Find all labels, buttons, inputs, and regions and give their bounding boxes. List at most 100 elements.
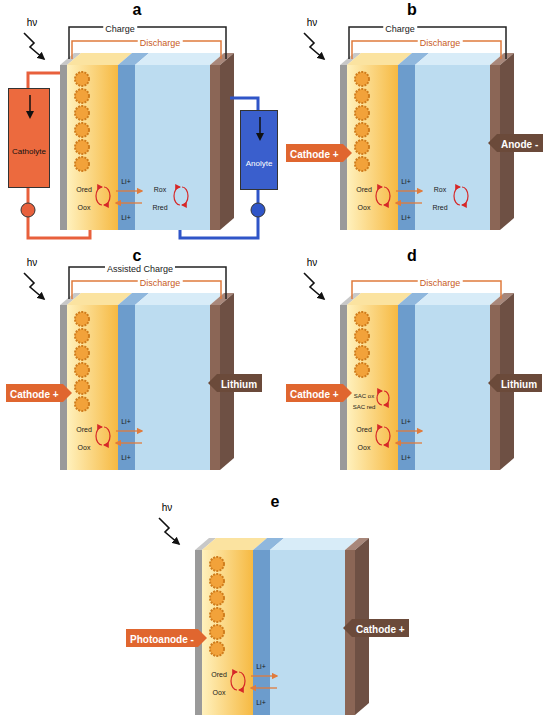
species-label: Oox: [358, 204, 371, 212]
species-label: Li+: [401, 454, 411, 462]
charge-wire: [349, 27, 506, 59]
tank-arrow: [9, 89, 51, 123]
ion-arrow: [396, 190, 422, 191]
ion-arrow: [396, 442, 422, 443]
electrode-label: Cathode +: [290, 386, 339, 404]
dye-molecule: [75, 363, 89, 377]
light-label: hν: [162, 502, 173, 513]
species-label: Li+: [121, 418, 131, 426]
pump: [251, 203, 265, 217]
redox-arrow: [384, 187, 390, 205]
species-label: Ored: [211, 671, 227, 679]
light-label-holder: hν: [162, 497, 173, 515]
species-label: Li+: [121, 214, 131, 222]
species-label: Rox: [434, 186, 446, 194]
species-label-holder: Oox: [358, 196, 371, 214]
species-label-holder: Li+: [401, 446, 411, 464]
cell-layer: [415, 65, 490, 230]
electrode-side: [220, 53, 234, 230]
dye-molecule: [355, 157, 369, 171]
species-label-holder: Ored: [76, 418, 92, 436]
cell-layer: [253, 550, 270, 715]
species-label-holder: Li+: [121, 410, 131, 428]
species-label: Oox: [78, 204, 91, 212]
wire-label-holder: Discharge: [138, 32, 183, 50]
dye-molecule: [75, 312, 89, 326]
redox-arrow: [376, 187, 382, 205]
cell-layer: [347, 65, 398, 230]
cell-layer: [270, 550, 345, 715]
species-label: Rred: [432, 204, 447, 212]
ion-arrow: [116, 202, 142, 203]
pump: [21, 203, 35, 217]
cell-layer: [67, 65, 118, 230]
tank-arrow: [241, 111, 279, 145]
dye-molecule: [210, 591, 224, 605]
species-label: Ored: [76, 186, 92, 194]
wire-label: Discharge: [418, 279, 463, 289]
dye-molecule: [75, 123, 89, 137]
pipe: [180, 217, 258, 238]
species-label: SAC red: [353, 404, 376, 411]
redox-arrow: [96, 187, 102, 205]
light-label-holder: hν: [27, 252, 38, 270]
light-label: hν: [307, 17, 318, 28]
wire-label: Discharge: [138, 279, 183, 289]
species-label-holder: Rox: [434, 178, 446, 196]
flow-arrowhead: [26, 111, 34, 119]
cell-layer: [210, 65, 220, 230]
panel-letter: a: [133, 1, 142, 19]
light-symbol: [24, 33, 44, 59]
species-label: Li+: [121, 178, 131, 186]
redox-arrow: [454, 187, 460, 205]
redox-arrow: [462, 187, 468, 205]
species-label-holder: Oox: [213, 681, 226, 699]
species-label: Oox: [358, 444, 371, 452]
electrode-tag: Lithium: [208, 374, 262, 392]
wire-label: Discharge: [418, 39, 463, 49]
cell-layer: [60, 65, 67, 230]
electrode-label: Photoanode -: [130, 631, 194, 649]
redox-arrow: [174, 187, 180, 205]
species-label: Li+: [256, 663, 266, 671]
panel-letter-holder: c: [133, 247, 142, 265]
ion-arrow: [116, 442, 142, 443]
battery-cell: [304, 273, 514, 470]
panel-letter-holder: e: [271, 493, 280, 511]
light-symbol: [304, 33, 324, 59]
ion-arrow: [396, 430, 422, 431]
light-label: hν: [27, 17, 38, 28]
flow-arrow: [29, 95, 31, 113]
light-symbol: [159, 518, 179, 544]
pipe: [28, 73, 60, 88]
cell-layer: [415, 305, 490, 470]
species-label: Ored: [76, 426, 92, 434]
redox-arrow: [104, 187, 110, 205]
dye-molecule: [355, 346, 369, 360]
wire-label: Discharge: [138, 39, 183, 49]
redox-arrow: [384, 427, 390, 445]
species-label-holder: Li+: [401, 410, 411, 428]
cell-layer: [398, 305, 415, 470]
ion-arrow: [251, 675, 277, 676]
flow-arrow: [259, 117, 261, 135]
battery-cell: [24, 267, 234, 470]
redox-arrow: [96, 427, 102, 445]
dye-molecule: [75, 140, 89, 154]
species-label: Rox: [154, 186, 166, 194]
panel-letter: b: [407, 1, 417, 19]
cell-layer: [118, 65, 135, 230]
species-label: Ored: [356, 186, 372, 194]
pipe: [27, 188, 30, 203]
dye-molecule: [355, 89, 369, 103]
light-symbol: [24, 273, 44, 299]
redox-arrow: [239, 672, 245, 690]
light-symbol: [304, 273, 324, 299]
wire-label-holder: Discharge: [138, 272, 183, 290]
electrode-tag: Cathode +: [6, 384, 72, 402]
battery-cell: [24, 27, 234, 230]
species-label-holder: Li+: [121, 170, 131, 188]
dye-molecule: [355, 363, 369, 377]
species-label-holder: Oox: [358, 436, 371, 454]
cell-layer: [347, 305, 398, 470]
